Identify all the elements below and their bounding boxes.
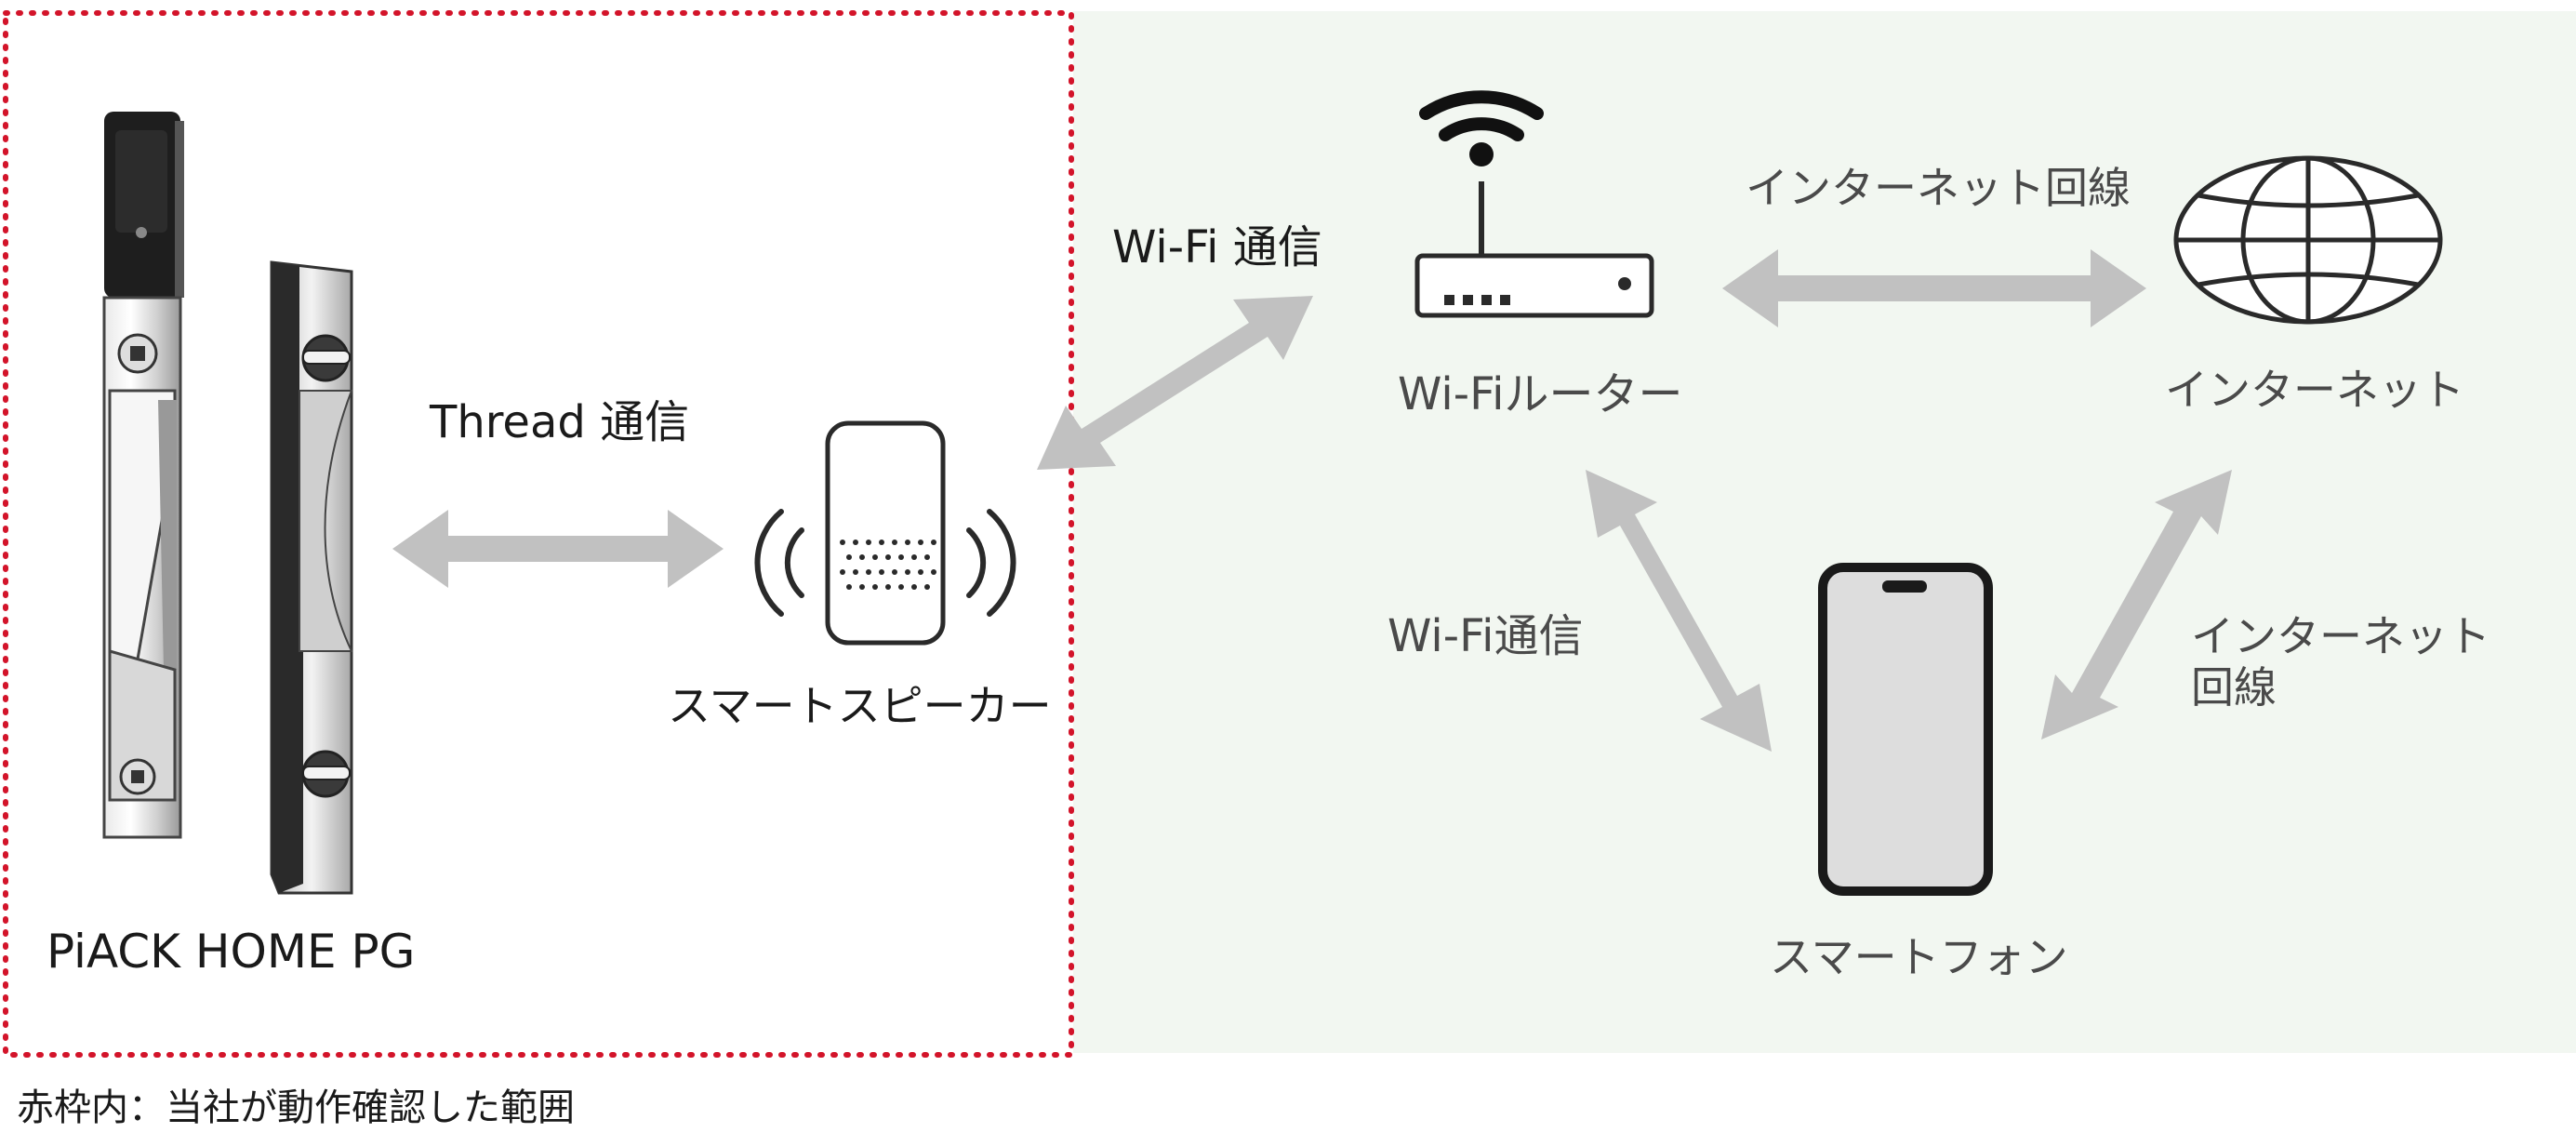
label-internet-line-right-2: 回線: [2191, 662, 2277, 713]
label-internet-line-top: インターネット回線: [1746, 163, 2131, 213]
smartphone-icon: [1818, 563, 1993, 896]
wifi-router-icon: [1414, 90, 1654, 318]
label-wifi-comm-top: Wi-Fi 通信: [1112, 221, 1322, 273]
label-smartphone: スマートフォン: [1770, 932, 2068, 982]
arrow-wifi-router-phone: [1586, 470, 1772, 752]
verified-range-dotted-frame: [3, 10, 1074, 1058]
label-wifi-comm-bottom: Wi-Fi通信: [1388, 610, 1584, 662]
footnote: 赤枠内：当社が動作確認した範囲: [17, 1086, 575, 1129]
label-device-name: PiACK HOME PG: [46, 925, 415, 979]
label-smart-speaker: スマートスピーカー: [668, 681, 1052, 731]
arrow-wifi-speaker-router: [1037, 296, 1313, 470]
door-lock-handle-front: [102, 112, 184, 839]
smart-speaker-icon: [754, 420, 1016, 646]
door-lock-handle-back: [270, 260, 353, 895]
arrow-thread: [392, 510, 724, 588]
label-thread-comm: Thread 通信: [429, 396, 689, 448]
globe-icon: [2173, 155, 2443, 325]
label-internet: インターネット: [2165, 365, 2464, 415]
arrow-internet-phone: [2041, 470, 2232, 740]
label-internet-line-right-1: インターネット: [2191, 611, 2490, 661]
label-wifi-router: Wi-Fiルーター: [1398, 368, 1683, 420]
arrow-internet-line-top: [1722, 249, 2146, 327]
